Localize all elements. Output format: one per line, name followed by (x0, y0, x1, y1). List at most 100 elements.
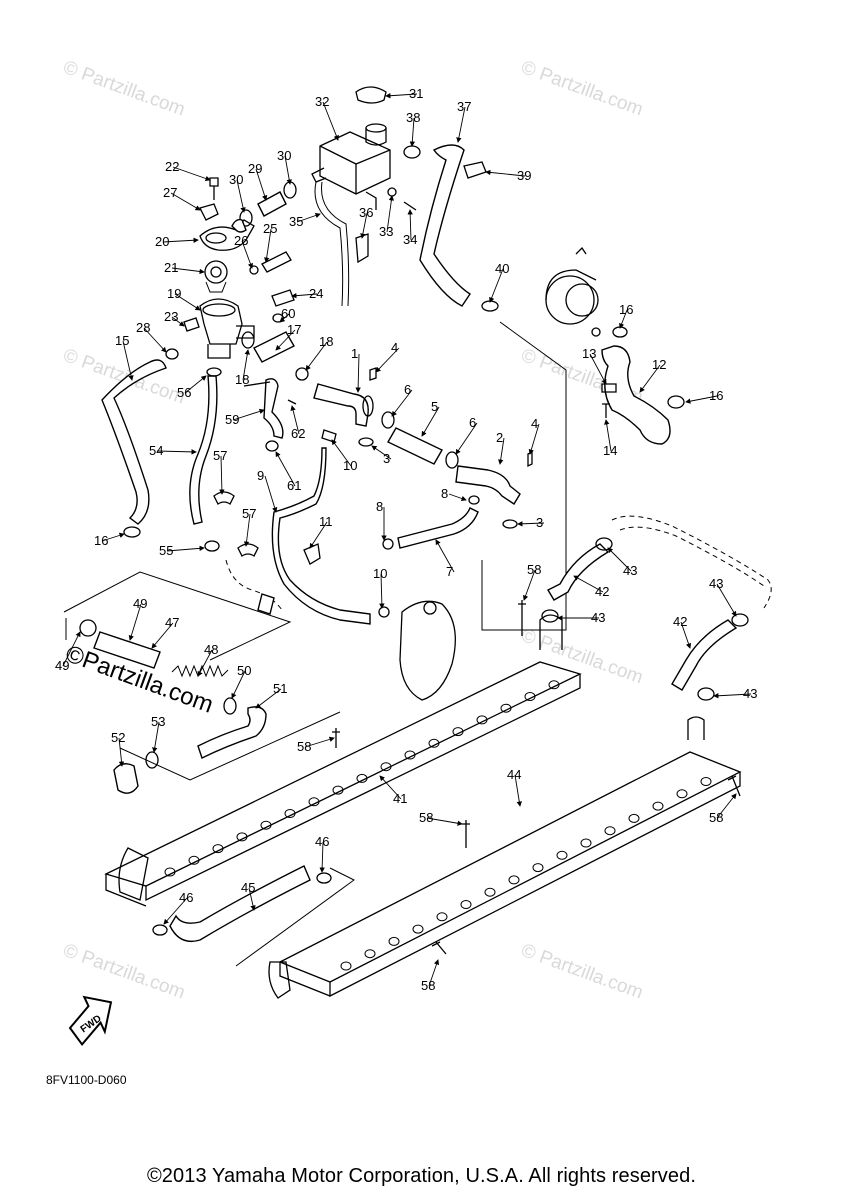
part-callout-34[interactable]: 34 (403, 232, 417, 247)
part-callout-42[interactable]: 42 (673, 614, 687, 629)
part-callout-9[interactable]: 9 (257, 468, 264, 483)
callout-leader (386, 195, 395, 233)
part-callout-46[interactable]: 46 (315, 834, 329, 849)
part-callout-43[interactable]: 43 (709, 576, 723, 591)
hose-12 (601, 326, 685, 445)
part-callout-13[interactable]: 13 (582, 346, 596, 361)
part-callout-4[interactable]: 4 (531, 416, 538, 431)
part-callout-8[interactable]: 8 (441, 486, 448, 501)
part-callout-57[interactable]: 57 (242, 506, 256, 521)
callout-leader (290, 405, 300, 435)
part-callout-36[interactable]: 36 (359, 205, 373, 220)
hole (476, 715, 488, 725)
part-callout-46[interactable]: 46 (179, 890, 193, 905)
part-callout-10[interactable]: 10 (373, 566, 387, 581)
callout-leader (421, 406, 440, 437)
part-callout-44[interactable]: 44 (507, 767, 521, 782)
part-callout-58[interactable]: 58 (709, 810, 723, 825)
part-callout-37[interactable]: 37 (457, 99, 471, 114)
hole (236, 832, 248, 842)
part-callout-17[interactable]: 17 (287, 322, 301, 337)
part-callout-43[interactable]: 43 (623, 563, 637, 578)
part-callout-58[interactable]: 58 (421, 978, 435, 993)
part-callout-2[interactable]: 2 (496, 430, 503, 445)
part-callout-7[interactable]: 7 (446, 564, 453, 579)
callout-leader (319, 841, 325, 873)
part-callout-39[interactable]: 39 (517, 168, 531, 183)
part-callout-12[interactable]: 12 (652, 357, 666, 372)
part-callout-58[interactable]: 58 (527, 562, 541, 577)
part-callout-3[interactable]: 3 (536, 515, 543, 530)
part-callout-6[interactable]: 6 (404, 382, 411, 397)
part-callout-43[interactable]: 43 (743, 686, 757, 701)
part-callout-42[interactable]: 42 (595, 584, 609, 599)
part-callout-57[interactable]: 57 (213, 448, 227, 463)
part-callout-30[interactable]: 30 (277, 148, 291, 163)
part-callout-51[interactable]: 51 (273, 681, 287, 696)
part-callout-32[interactable]: 32 (315, 94, 329, 109)
callout-leader (197, 649, 213, 677)
part-callout-48[interactable]: 48 (204, 642, 218, 657)
part-callout-29[interactable]: 29 (248, 161, 262, 176)
part-callout-5[interactable]: 5 (431, 399, 438, 414)
part-callout-28[interactable]: 28 (136, 320, 150, 335)
hose-59-group (243, 378, 297, 452)
hole (532, 863, 544, 873)
part-callout-25[interactable]: 25 (263, 221, 277, 236)
part-callout-22[interactable]: 22 (165, 159, 179, 174)
part-callout-55[interactable]: 55 (159, 543, 173, 558)
water-pump (545, 246, 601, 337)
part-callout-16[interactable]: 16 (709, 388, 723, 403)
part-callout-56[interactable]: 56 (177, 385, 191, 400)
part-callout-52[interactable]: 52 (111, 730, 125, 745)
part-callout-24[interactable]: 24 (309, 286, 323, 301)
part-callout-4[interactable]: 4 (391, 340, 398, 355)
part-callout-59[interactable]: 59 (225, 412, 239, 427)
part-callout-1[interactable]: 1 (351, 346, 358, 361)
part-callout-20[interactable]: 20 (155, 234, 169, 249)
part-callout-27[interactable]: 27 (163, 185, 177, 200)
part-callout-3[interactable]: 3 (383, 451, 390, 466)
callout-leader (528, 423, 540, 455)
callout-leader (264, 228, 272, 263)
part-callout-14[interactable]: 14 (603, 443, 617, 458)
part-callout-15[interactable]: 15 (115, 333, 129, 348)
part-callout-11[interactable]: 11 (319, 514, 333, 529)
callout-leader (163, 897, 188, 925)
part-callout-53[interactable]: 53 (151, 714, 165, 729)
part-callout-16[interactable]: 16 (94, 533, 108, 548)
part-callout-41[interactable]: 41 (393, 791, 407, 806)
part-callout-23[interactable]: 23 (164, 309, 178, 324)
part-callout-10[interactable]: 10 (343, 458, 357, 473)
part-callout-18[interactable]: 18 (235, 372, 249, 387)
part-callout-58[interactable]: 58 (419, 810, 433, 825)
part-callout-30[interactable]: 30 (229, 172, 243, 187)
part-callout-58[interactable]: 58 (297, 739, 311, 754)
part-callout-6[interactable]: 6 (469, 415, 476, 430)
part-callout-47[interactable]: 47 (165, 615, 179, 630)
part-callout-45[interactable]: 45 (241, 880, 255, 895)
part-callout-18[interactable]: 18 (319, 334, 333, 349)
part-callout-35[interactable]: 35 (289, 214, 303, 229)
part-callout-54[interactable]: 54 (149, 443, 163, 458)
part-callout-49[interactable]: 49 (55, 658, 69, 673)
part-callout-43[interactable]: 43 (591, 610, 605, 625)
part-callout-40[interactable]: 40 (495, 261, 509, 276)
part-callout-62[interactable]: 62 (291, 426, 305, 441)
part-callout-21[interactable]: 21 (164, 260, 178, 275)
part-callout-8[interactable]: 8 (376, 499, 383, 514)
part-callout-19[interactable]: 19 (167, 286, 181, 301)
part-callout-60[interactable]: 60 (281, 306, 295, 321)
part-callout-61[interactable]: 61 (287, 478, 301, 493)
part-callout-33[interactable]: 33 (379, 224, 393, 239)
part-callout-38[interactable]: 38 (406, 110, 420, 125)
part-callout-16[interactable]: 16 (619, 302, 633, 317)
callout-leader (255, 168, 268, 201)
callout-leader (514, 774, 522, 807)
part-callout-50[interactable]: 50 (237, 663, 251, 678)
callout-leader (296, 212, 321, 223)
callout-leader (184, 375, 207, 394)
part-callout-49[interactable]: 49 (133, 596, 147, 611)
part-callout-31[interactable]: 31 (409, 86, 423, 101)
part-callout-26[interactable]: 26 (234, 233, 248, 248)
